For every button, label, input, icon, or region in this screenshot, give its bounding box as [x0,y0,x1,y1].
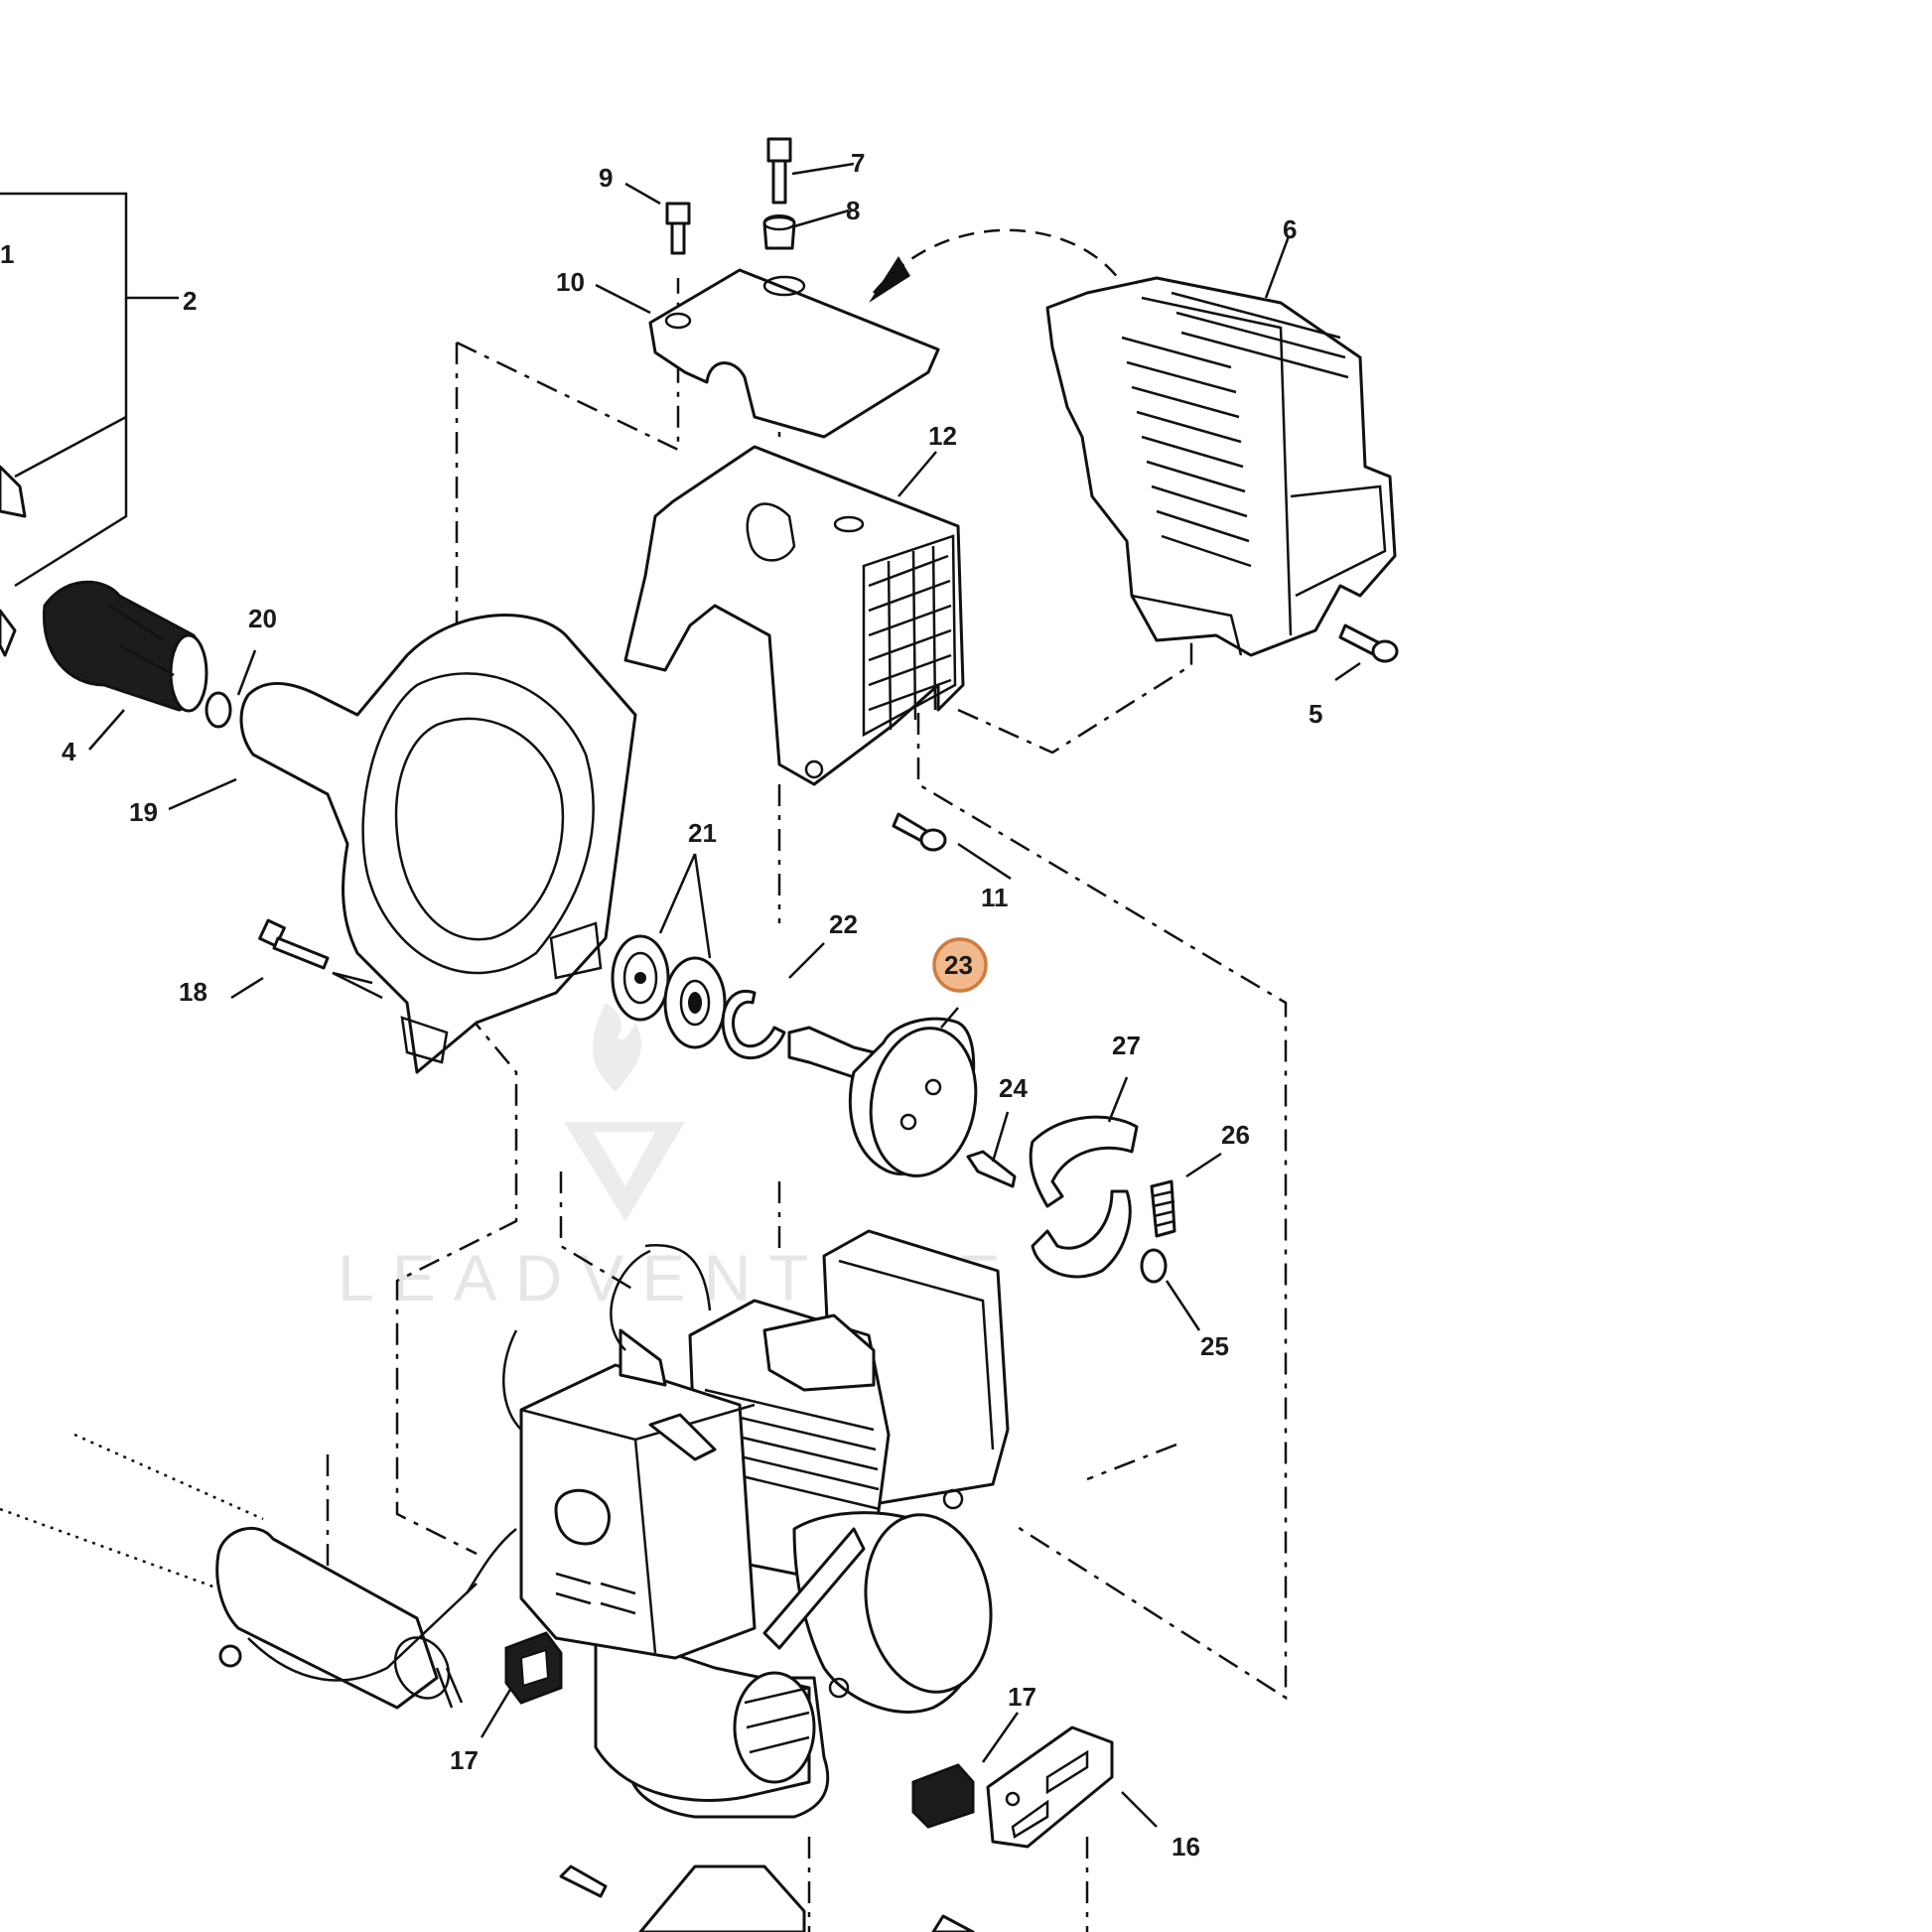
part-12-shroud [623,445,965,786]
part-8-sleeve [762,214,796,250]
callout-4: 4 [62,737,76,766]
callout-8: 8 [846,196,860,225]
part-2-parts [0,465,27,657]
callout-22: 22 [829,909,858,939]
part-6-hood [1045,276,1397,657]
part-19-fan-housing [239,614,637,1074]
assembly-guide-lines [0,192,1288,1932]
part-23-clutch-drum [787,1017,978,1177]
callout-23: 23 [944,950,973,980]
callout-11: 11 [981,883,1009,912]
bottom-partial-parts [559,1864,975,1932]
callout-23-badge: 23 [932,937,988,993]
callout-24: 24 [999,1073,1028,1103]
callout-1: 1 [0,239,14,269]
part-4-coupling [42,580,208,713]
part-21-bearings [611,934,727,1049]
callout-18: 18 [179,977,207,1007]
part-18-screw [258,918,330,970]
part-7-screw [766,137,792,205]
callout-26: 26 [1221,1120,1250,1150]
drive-tube [215,1526,478,1710]
callout-9: 9 [599,163,613,193]
leader-lines [88,162,1361,1828]
callout-21: 21 [688,818,717,848]
watermark-flame-icon [592,1003,642,1092]
callout-2: 2 [183,286,197,316]
part-17-left-block [504,1631,563,1705]
part-24-screw [966,1150,1017,1188]
part-20-ring [205,691,232,729]
part-5-screw [1338,623,1399,663]
callout-20: 20 [248,604,277,633]
callout-25: 25 [1200,1331,1229,1361]
callout-23-highlight-circle [932,937,988,993]
arrow-head-icon [869,256,910,303]
part-27-clutch-shoes [1029,1115,1139,1279]
watermark-v-icon [564,1122,685,1221]
part-26-spring [1150,1179,1176,1238]
callout-12: 12 [928,421,957,451]
part-22-circlip [721,989,786,1060]
callout-labels: 1 2 4 5 6 7 8 9 10 11 12 16 17 17 18 19 … [0,148,1322,1862]
callout-10: 10 [556,267,585,297]
callout-17-left: 17 [450,1745,479,1775]
part-16-plate [986,1725,1114,1849]
callout-16: 16 [1172,1832,1200,1862]
part-25-washer [1140,1248,1168,1284]
part-10-top-cover [648,268,940,439]
engine-assembly [465,1229,1010,1819]
callout-19: 19 [129,797,158,827]
callout-27: 27 [1112,1031,1141,1060]
callout-17-right: 17 [1008,1682,1036,1712]
callout-7: 7 [851,148,865,178]
part-9-screw [665,202,691,255]
part-11-screw [892,812,947,852]
part-17-right-block [911,1763,975,1829]
callout-6: 6 [1283,214,1297,244]
callout-5: 5 [1309,699,1322,729]
